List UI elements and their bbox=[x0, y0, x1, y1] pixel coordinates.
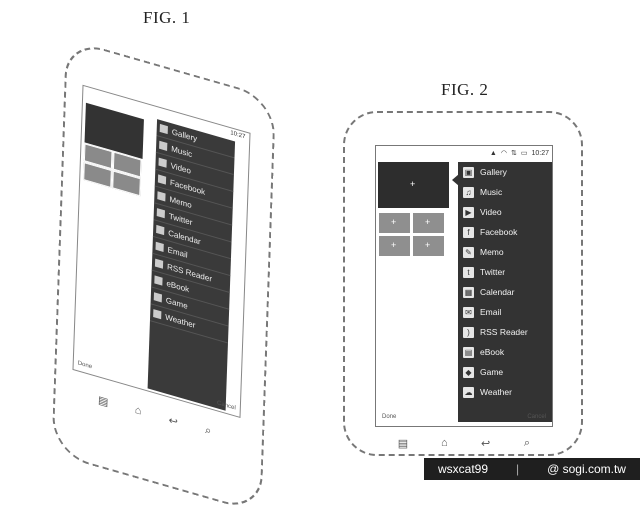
menu-item-label: RSS Reader bbox=[480, 327, 528, 337]
calendar-icon: ▦ bbox=[463, 286, 474, 298]
widget-tile[interactable]: + bbox=[378, 212, 411, 234]
back-icon[interactable]: ↩ bbox=[168, 413, 179, 429]
back-icon[interactable]: ↩ bbox=[481, 437, 491, 450]
rss-icon bbox=[154, 258, 164, 269]
hardware-nav-bar: ▤ ⌂ ↩ ⌕ bbox=[395, 435, 535, 451]
menu-item-twitter[interactable]: t Twitter bbox=[458, 262, 552, 282]
twitter-icon: t bbox=[463, 266, 474, 278]
widget-tile[interactable]: + bbox=[378, 235, 411, 257]
search-icon[interactable]: ⌕ bbox=[204, 423, 212, 438]
menu-item-memo[interactable]: ✎ Memo bbox=[458, 242, 552, 262]
menu-item-label: Music bbox=[480, 187, 503, 197]
music-icon bbox=[159, 140, 168, 151]
menu-item-label: Video bbox=[480, 207, 502, 217]
menu-item-label: eBook bbox=[480, 347, 505, 357]
game-icon bbox=[153, 292, 163, 303]
wifi-icon: ◠ bbox=[500, 150, 507, 157]
done-button[interactable]: Done bbox=[382, 414, 397, 420]
facebook-icon bbox=[157, 174, 167, 185]
status-time: 10:27 bbox=[230, 130, 246, 141]
menu-item-music[interactable]: ♫ Music bbox=[458, 182, 552, 202]
figure-1-label: FIG. 1 bbox=[143, 8, 191, 27]
watermark: wsxcat99 | @ sogi.com.tw bbox=[424, 458, 640, 480]
add-icon: + bbox=[410, 179, 416, 189]
search-icon[interactable]: ⌕ bbox=[523, 436, 531, 449]
battery-icon: ▭ bbox=[520, 150, 528, 157]
menu-item-label: Twitter bbox=[168, 211, 193, 227]
menu-item-label: Video bbox=[170, 160, 192, 176]
tablet-device-fig2: ▲ ◠ ⇅ ▭ 10:27 + + + + + ▣ Gallery ♫ Music ▶ V… bbox=[343, 111, 583, 456]
gallery-icon: ▣ bbox=[463, 166, 474, 178]
menu-item-email[interactable]: ✉ Email bbox=[458, 302, 552, 322]
menu-item-label: Email bbox=[167, 244, 188, 260]
video-icon: ▶ bbox=[463, 206, 474, 218]
menu-icon[interactable]: ▤ bbox=[97, 393, 109, 409]
menu-item-game[interactable]: ◆ Game bbox=[458, 362, 552, 382]
add-icon: + bbox=[425, 217, 431, 227]
game-icon: ◆ bbox=[463, 366, 474, 378]
menu-item-label: Game bbox=[165, 295, 188, 311]
menu-item-video[interactable]: ▶ Video bbox=[458, 202, 552, 222]
menu-item-label: Gallery bbox=[480, 167, 507, 177]
weather-icon bbox=[153, 309, 162, 320]
menu-item-label: Memo bbox=[169, 194, 192, 210]
menu-item-label: eBook bbox=[166, 278, 190, 294]
watermark-separator: | bbox=[516, 462, 520, 476]
email-icon bbox=[155, 241, 164, 252]
widget-tile[interactable]: + bbox=[412, 235, 445, 257]
menu-pointer bbox=[452, 174, 459, 186]
menu-item-label: Weather bbox=[480, 387, 512, 397]
home-icon[interactable]: ⌂ bbox=[441, 437, 448, 449]
status-bar: ▲ ◠ ⇅ ▭ 10:27 bbox=[490, 147, 549, 159]
gallery-icon bbox=[159, 123, 168, 135]
menu-item-facebook[interactable]: f Facebook bbox=[458, 222, 552, 242]
menu-item-label: Music bbox=[171, 143, 193, 159]
cancel-button[interactable]: Cancel bbox=[527, 414, 546, 420]
watermark-site: @ sogi.com.tw bbox=[547, 462, 626, 476]
menu-item-label: Game bbox=[480, 367, 504, 377]
add-icon: + bbox=[391, 217, 397, 227]
home-icon[interactable]: ⌂ bbox=[134, 403, 142, 418]
twitter-icon bbox=[156, 208, 165, 219]
music-icon: ♫ bbox=[463, 186, 474, 198]
menu-item-label: Memo bbox=[480, 247, 504, 257]
widget-tile[interactable]: + bbox=[412, 212, 445, 234]
menu-item-label: Calendar bbox=[480, 287, 515, 297]
video-icon bbox=[158, 157, 167, 168]
menu-item-label: Email bbox=[480, 307, 502, 317]
menu-item-label: Twitter bbox=[480, 267, 506, 277]
menu-item-ebook[interactable]: ▤ eBook bbox=[458, 342, 552, 362]
done-button[interactable]: Done bbox=[77, 360, 93, 371]
ebook-icon: ▤ bbox=[463, 346, 474, 358]
memo-icon bbox=[157, 191, 166, 202]
add-icon: + bbox=[425, 240, 431, 250]
status-time: 10:27 bbox=[531, 149, 549, 157]
signal-icon: ▲ bbox=[489, 149, 497, 157]
menu-item-calendar[interactable]: ▦ Calendar bbox=[458, 282, 552, 302]
memo-icon: ✎ bbox=[463, 246, 474, 258]
sync-icon: ⇅ bbox=[510, 150, 517, 157]
calendar-icon bbox=[156, 224, 165, 236]
tablet-screen-fig2: ▲ ◠ ⇅ ▭ 10:27 + + + + + ▣ Gallery ♫ Music ▶ V… bbox=[375, 145, 553, 427]
menu-icon[interactable]: ▤ bbox=[397, 437, 409, 450]
ebook-icon bbox=[154, 275, 163, 286]
rss-icon: ) bbox=[463, 326, 474, 338]
widget-tile-large[interactable]: + bbox=[378, 162, 449, 208]
menu-item-rss-reader[interactable]: ) RSS Reader bbox=[458, 322, 552, 342]
weather-icon: ☁ bbox=[463, 386, 474, 398]
figure-2-label: FIG. 2 bbox=[441, 80, 489, 99]
facebook-icon: f bbox=[463, 226, 474, 238]
watermark-user: wsxcat99 bbox=[437, 462, 489, 476]
menu-item-gallery[interactable]: ▣ Gallery bbox=[458, 162, 552, 182]
menu-item-label: Facebook bbox=[480, 227, 518, 237]
cancel-button[interactable]: Cancel bbox=[216, 400, 236, 412]
email-icon: ✉ bbox=[463, 306, 474, 318]
menu-item-weather[interactable]: ☁ Weather bbox=[458, 382, 552, 402]
add-icon: + bbox=[391, 240, 397, 250]
